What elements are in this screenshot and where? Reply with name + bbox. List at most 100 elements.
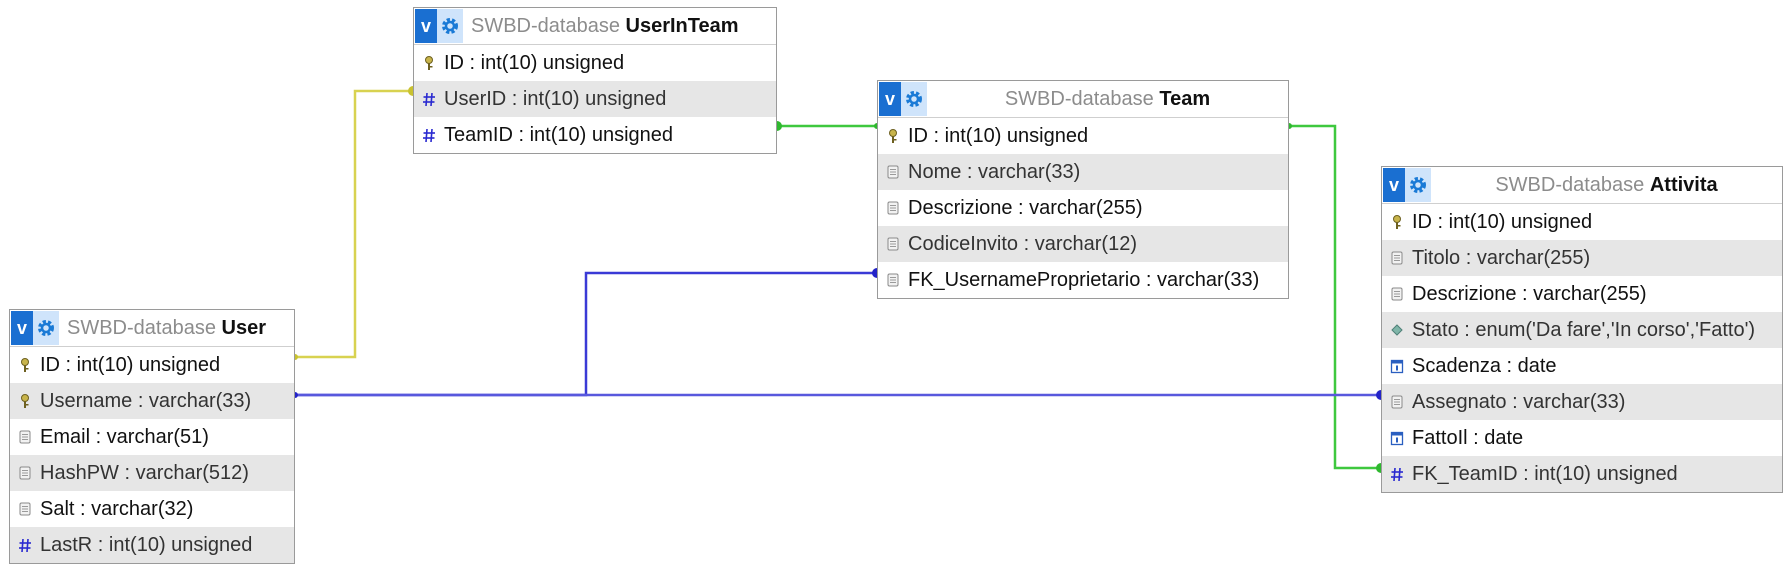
column-row[interactable]: Salt : varchar(32) [10,491,294,527]
table-name: Team [1159,87,1211,110]
column-label: Descrizione : varchar(255) [908,196,1143,219]
key-icon [422,55,444,71]
column-label: LastR : int(10) unsigned [40,533,253,556]
column-label: HashPW : varchar(512) [40,461,249,484]
link-team-attivita [1289,124,1381,470]
table-header[interactable]: v SWBD-database UserInTeam [414,8,776,45]
column-label: Username : varchar(33) [40,389,252,412]
v-menu-icon[interactable]: v [415,9,437,43]
table-header[interactable]: v SWBD-database Team [878,81,1288,118]
column-label: Titolo : varchar(255) [1412,246,1591,269]
date-icon [1390,358,1412,374]
text-field-icon [1390,250,1412,266]
table-name: Attivita [1649,173,1718,196]
column-row[interactable]: ID : int(10) unsigned [10,347,294,383]
link-user-team [295,271,877,397]
column-row[interactable]: ID : int(10) unsigned [414,45,776,81]
gear-icon[interactable] [901,82,927,116]
column-label: Assegnato : varchar(33) [1412,390,1626,413]
v-menu-icon[interactable]: v [1383,168,1405,202]
column-label: ID : int(10) unsigned [40,353,221,376]
column-row[interactable]: Stato : enum('Da fare','In corso','Fatto… [1382,312,1782,348]
table-header[interactable]: v SWBD-database User [10,310,294,347]
table-title: SWBD-database Team [927,88,1288,111]
text-field-icon [886,236,908,252]
column-row[interactable]: Email : varchar(51) [10,419,294,455]
column-label: FattoIl : date [1412,426,1524,449]
gear-icon[interactable] [33,311,59,345]
text-field-icon [886,200,908,216]
column-label: ID : int(10) unsigned [444,51,625,74]
link-user-userinteam [295,89,413,359]
column-label: Salt : varchar(32) [40,497,194,520]
key-icon [18,357,40,373]
database-name: SWBD-database [1004,87,1154,110]
database-name: SWBD-database [67,316,216,339]
table-name: User [221,316,267,339]
column-row[interactable]: FattoIl : date [1382,420,1782,456]
key-icon [886,128,908,144]
table-header[interactable]: v SWBD-database Attivita [1382,167,1782,204]
column-label: CodiceInvito : varchar(12) [908,232,1137,255]
column-label: Descrizione : varchar(255) [1412,282,1647,305]
text-field-icon [18,501,40,517]
database-name: SWBD-database [1495,173,1645,196]
table-title: SWBD-database Attivita [1431,174,1782,197]
column-label: Stato : enum('Da fare','In corso','Fatto… [1412,318,1756,341]
column-row[interactable]: Nome : varchar(33) [878,154,1288,190]
enum-icon [1390,322,1412,338]
column-row[interactable]: Descrizione : varchar(255) [1382,276,1782,312]
column-label: Email : varchar(51) [40,425,209,448]
column-row[interactable]: TeamID : int(10) unsigned [414,117,776,153]
table-user[interactable]: v SWBD-database User ID : int(10) unsign… [9,309,295,564]
column-label: Nome : varchar(33) [908,160,1081,183]
hash-icon [422,127,444,143]
hash-icon [18,537,40,553]
column-row[interactable]: Descrizione : varchar(255) [878,190,1288,226]
text-field-icon [18,465,40,481]
column-label: Scadenza : date [1412,354,1557,377]
text-field-icon [886,272,908,288]
column-row[interactable]: UserID : int(10) unsigned [414,81,776,117]
column-row[interactable]: LastR : int(10) unsigned [10,527,294,563]
table-team[interactable]: v SWBD-database Team ID : int(10) unsign… [877,80,1289,299]
table-title: SWBD-database User [59,317,294,340]
key-icon [1390,214,1412,230]
hash-icon [422,91,444,107]
text-field-icon [886,164,908,180]
text-field-icon [1390,286,1412,302]
column-label: FK_UsernameProprietario : varchar(33) [908,268,1260,291]
column-row[interactable]: HashPW : varchar(512) [10,455,294,491]
column-row[interactable]: FK_TeamID : int(10) unsigned [1382,456,1782,492]
column-row[interactable]: ID : int(10) unsigned [878,118,1288,154]
column-label: ID : int(10) unsigned [908,124,1089,147]
v-menu-icon[interactable]: v [11,311,33,345]
column-row[interactable]: Titolo : varchar(255) [1382,240,1782,276]
column-row[interactable]: FK_UsernameProprietario : varchar(33) [878,262,1288,298]
column-label: UserID : int(10) unsigned [444,87,667,110]
column-label: ID : int(10) unsigned [1412,210,1593,233]
table-userinteam[interactable]: v SWBD-database UserInTeam ID : int(10) … [413,7,777,154]
date-icon [1390,430,1412,446]
text-field-icon [18,429,40,445]
column-row[interactable]: Assegnato : varchar(33) [1382,384,1782,420]
column-row[interactable]: Scadenza : date [1382,348,1782,384]
table-attivita[interactable]: v SWBD-database Attivita ID : int(10) un… [1381,166,1783,493]
text-field-icon [1390,394,1412,410]
table-title: SWBD-database UserInTeam [463,15,776,38]
column-row[interactable]: CodiceInvito : varchar(12) [878,226,1288,262]
gear-icon[interactable] [437,9,463,43]
column-row[interactable]: ID : int(10) unsigned [1382,204,1782,240]
column-label: TeamID : int(10) unsigned [444,123,674,146]
column-label: FK_TeamID : int(10) unsigned [1412,462,1678,485]
database-name: SWBD-database [471,14,620,37]
column-row[interactable]: Username : varchar(33) [10,383,294,419]
v-menu-icon[interactable]: v [879,82,901,116]
key-icon [18,393,40,409]
gear-icon[interactable] [1405,168,1431,202]
hash-icon [1390,466,1412,482]
